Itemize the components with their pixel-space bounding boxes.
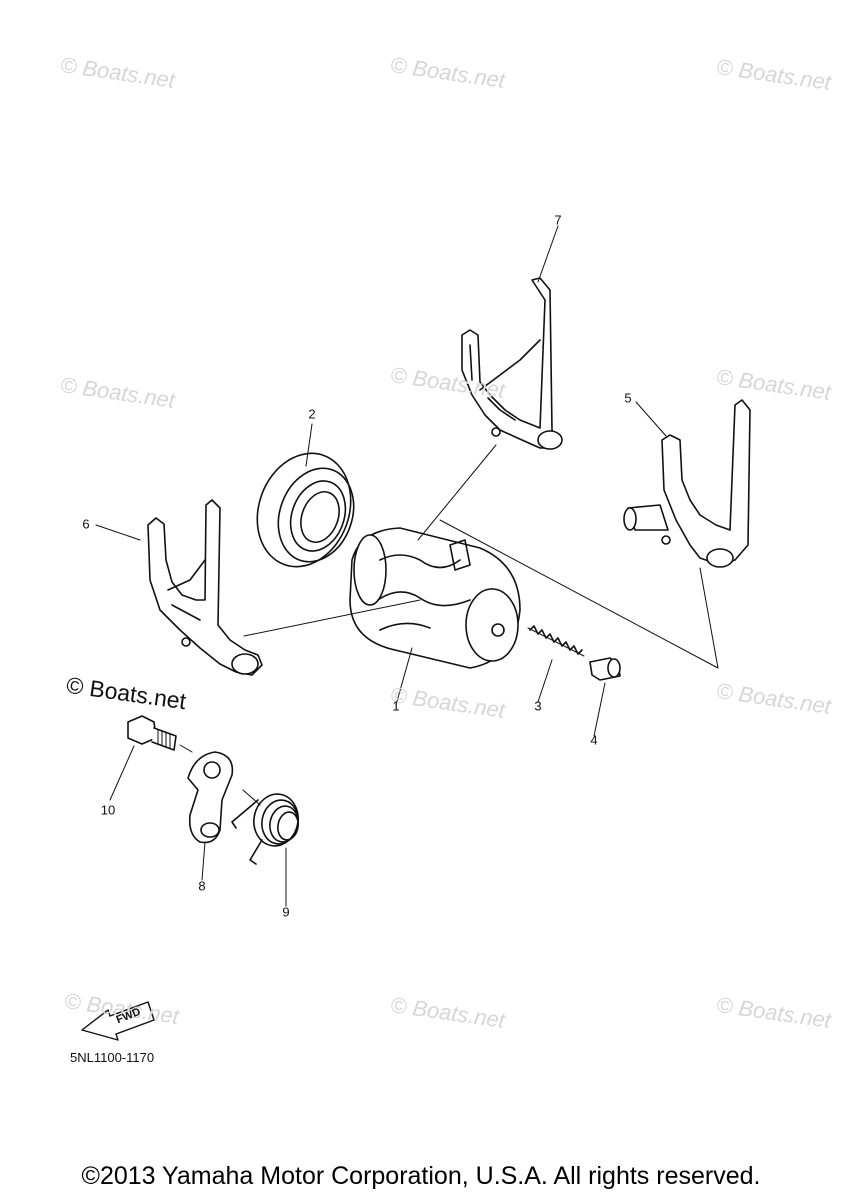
callout-6: 6	[82, 516, 90, 532]
callout-1: 1	[392, 698, 400, 714]
shift-fork-5	[623, 399, 751, 568]
callout-4: 4	[590, 732, 598, 748]
shift-drum-1	[349, 527, 521, 669]
leader-lines	[95, 225, 719, 907]
callout-10: 10	[100, 802, 116, 818]
spring-3	[527, 625, 585, 657]
pin-4	[589, 657, 621, 681]
torsion-spring-9	[231, 793, 299, 865]
bearing-2	[256, 452, 355, 568]
diagram-code: 5NL1100-1170	[70, 1050, 155, 1065]
callout-8: 8	[198, 878, 206, 894]
copyright-notice: ©2013 Yamaha Motor Corporation, U.S.A. A…	[81, 1162, 761, 1190]
callout-7: 7	[554, 212, 562, 228]
shift-fork-7	[461, 277, 563, 450]
callout-9: 9	[282, 904, 290, 920]
bolt-10	[127, 715, 177, 751]
callout-5: 5	[624, 390, 632, 406]
callout-3: 3	[534, 698, 542, 714]
callout-2: 2	[308, 406, 316, 422]
lever-8	[187, 751, 234, 844]
fwd-arrow	[81, 1001, 155, 1041]
shift-fork-6	[147, 499, 263, 676]
